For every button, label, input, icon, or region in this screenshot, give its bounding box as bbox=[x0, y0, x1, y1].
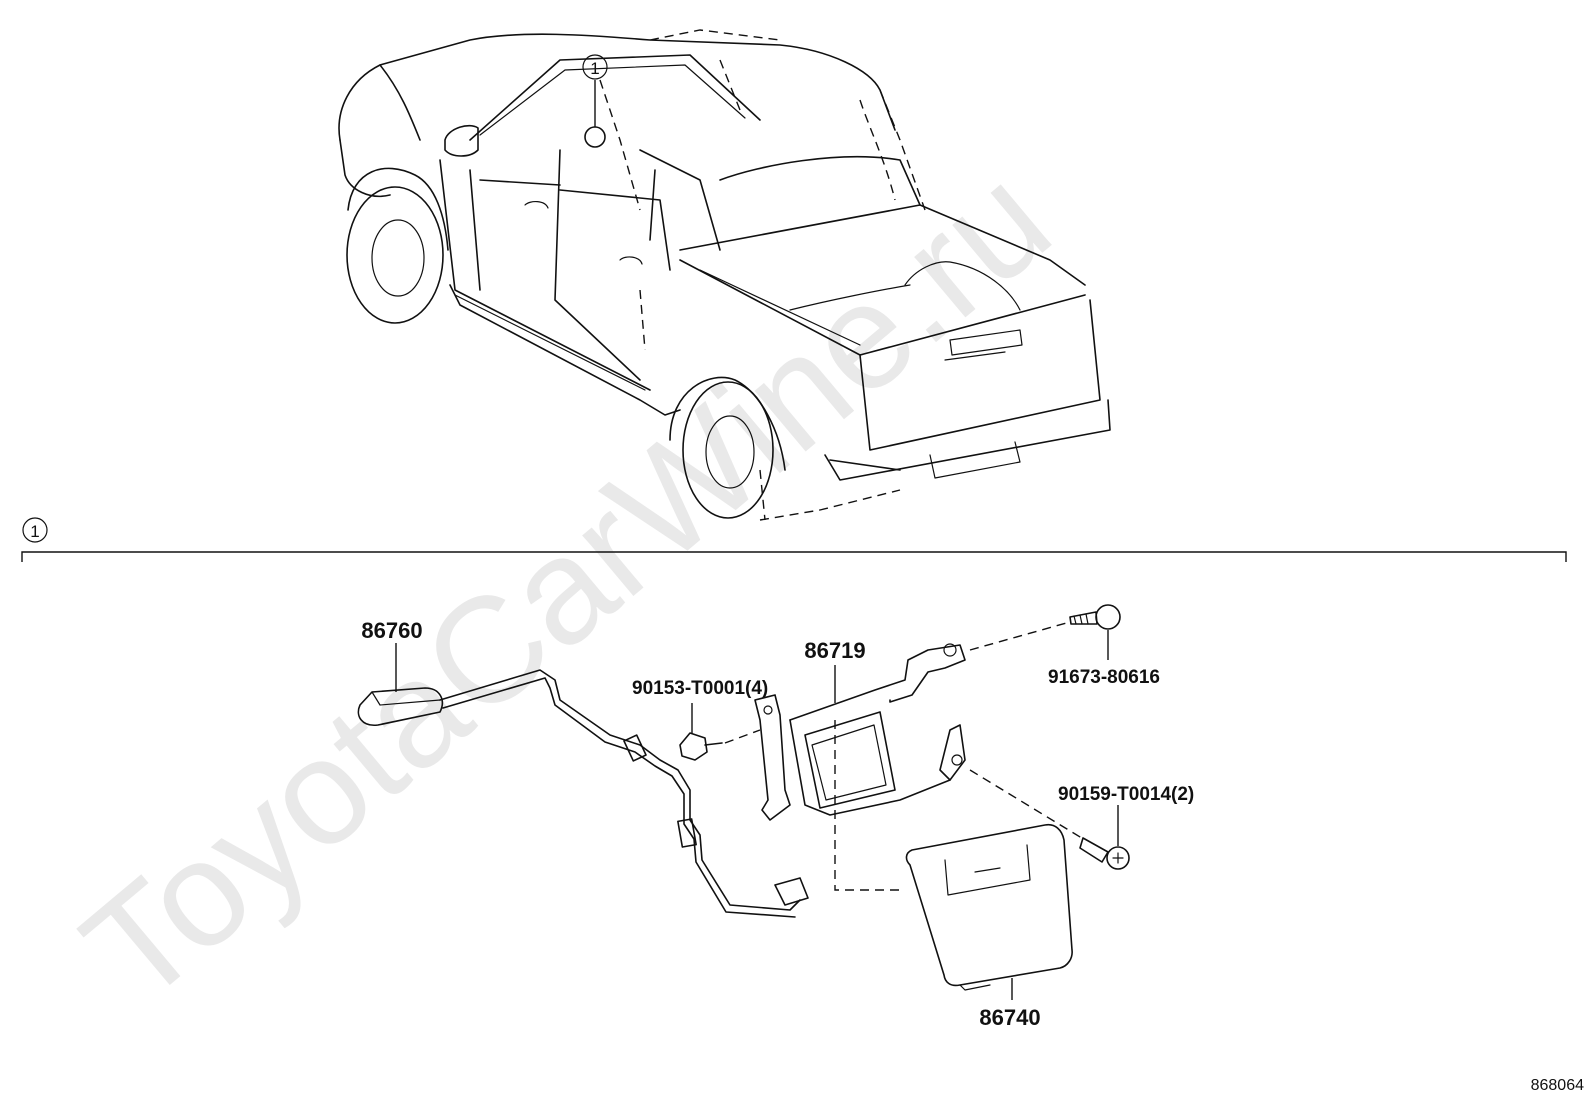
vehicle-illustration: 1 bbox=[338, 29, 1111, 521]
section-divider: 1 bbox=[21, 517, 1567, 562]
part-86719-label[interactable]: 86719 bbox=[804, 638, 865, 663]
section-marker-label: 1 bbox=[30, 522, 39, 541]
diagram-number: 868064 bbox=[1531, 1077, 1584, 1094]
part-90159-bolt[interactable]: 90159-T0014(2) bbox=[969, 769, 1194, 870]
part-90153-nut[interactable]: 90153-T0001(4) bbox=[632, 678, 768, 761]
callout-marker-label: 1 bbox=[590, 59, 599, 78]
part-90153-label[interactable]: 90153-T0001(4) bbox=[632, 678, 768, 699]
part-86760-antenna[interactable]: 86760 bbox=[357, 618, 809, 918]
part-86740-label[interactable]: 86740 bbox=[979, 1005, 1040, 1030]
part-86740-receiver[interactable]: 86740 bbox=[905, 823, 1073, 1030]
watermark: ToyotaCarWine.ru bbox=[53, 134, 1081, 1034]
part-86760-label[interactable]: 86760 bbox=[361, 618, 422, 643]
watermark-text: ToyotaCarWine.ru bbox=[53, 134, 1081, 1034]
part-91673-label[interactable]: 91673-80616 bbox=[1048, 667, 1160, 688]
part-86719-bracket[interactable]: 86719 bbox=[754, 638, 966, 891]
part-91673-bolt[interactable]: 91673-80616 bbox=[969, 604, 1160, 688]
part-90159-label[interactable]: 90159-T0014(2) bbox=[1058, 784, 1194, 805]
